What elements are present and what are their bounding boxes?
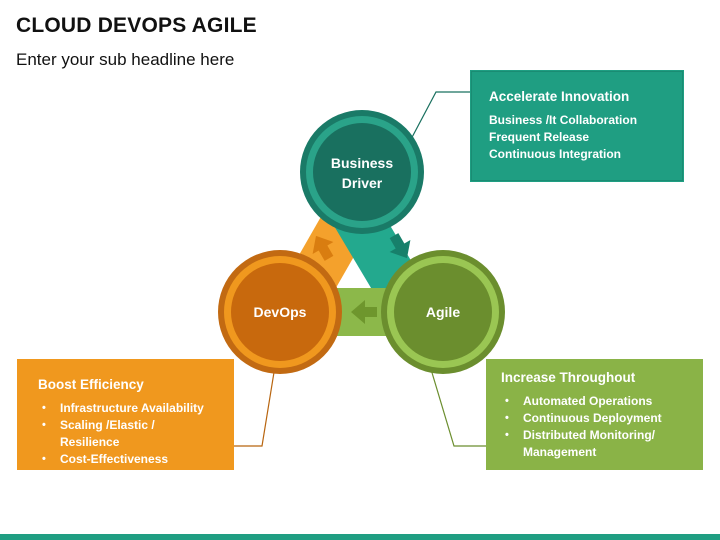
connector-throughout bbox=[429, 365, 486, 447]
increase-throughout-box: Increase Throughout Automated Operations… bbox=[486, 359, 703, 470]
node-agile bbox=[381, 250, 505, 374]
business-driver-line2: Driver bbox=[341, 175, 383, 191]
innovation-heading: Accelerate Innovation bbox=[489, 89, 630, 104]
node-business-driver bbox=[300, 110, 424, 234]
boost-efficiency-box: Boost Efficiency Infrastructure Availabi… bbox=[17, 359, 234, 470]
accelerate-innovation-box: Accelerate Innovation Business /It Colla… bbox=[470, 70, 684, 182]
efficiency-item: Cost-Effectiveness bbox=[38, 451, 213, 468]
innovation-item: Continuous Integration bbox=[489, 147, 621, 161]
arrow-up-icon bbox=[312, 235, 334, 261]
throughout-item: Continuous Deployment bbox=[501, 410, 688, 427]
business-driver-line1: Business bbox=[330, 155, 394, 171]
efficiency-heading: Boost Efficiency bbox=[38, 377, 144, 392]
innovation-item: Frequent Release bbox=[489, 130, 590, 144]
node-devops bbox=[218, 250, 342, 374]
innovation-item: Business /It Collaboration bbox=[489, 113, 638, 127]
business-driver-label: Business Driver bbox=[312, 153, 412, 193]
efficiency-item: Infrastructure Availability bbox=[38, 400, 213, 417]
page-title: CLOUD DEVOPS AGILE bbox=[16, 14, 257, 37]
footer-bar bbox=[0, 534, 720, 540]
agile-label: Agile bbox=[425, 304, 461, 320]
efficiency-list: Infrastructure Availability Scaling /Ela… bbox=[38, 400, 213, 468]
page-subtitle: Enter your sub headline here bbox=[16, 50, 235, 69]
throughout-list: Automated Operations Continuous Deployme… bbox=[501, 393, 688, 461]
throughout-heading: Increase Throughout bbox=[501, 370, 636, 385]
arrow-down-icon bbox=[389, 233, 411, 259]
throughout-item: Distributed Monitoring/ Management bbox=[501, 427, 688, 461]
arrow-left-icon bbox=[351, 300, 377, 324]
throughout-item: Automated Operations bbox=[501, 393, 688, 410]
efficiency-item: Scaling /Elastic / Resilience bbox=[38, 417, 213, 451]
connector-efficiency bbox=[234, 359, 277, 447]
devops-label: DevOps bbox=[253, 304, 307, 320]
